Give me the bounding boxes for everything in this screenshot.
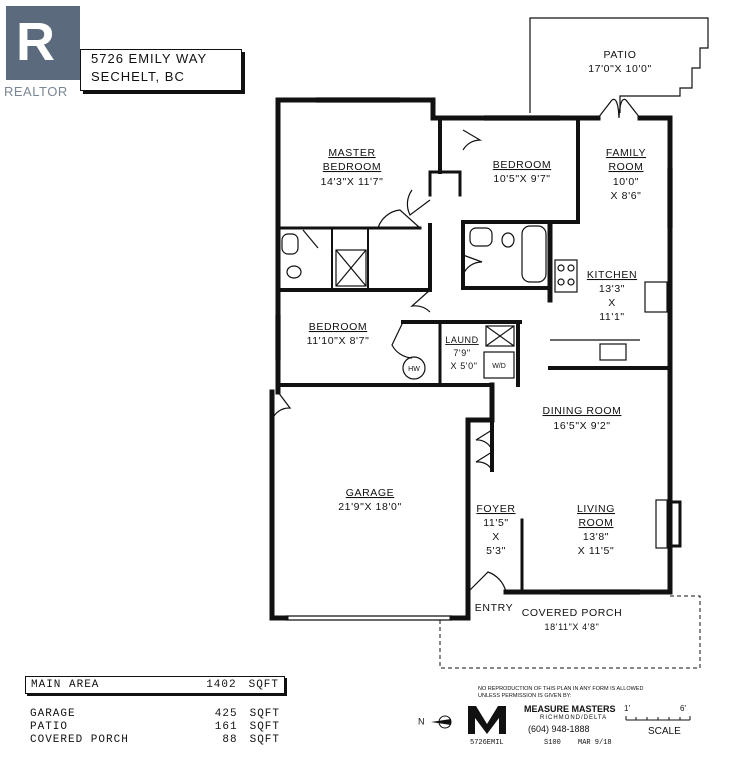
north-arrow-icon (431, 715, 452, 729)
hot-water-label: HW (408, 366, 420, 373)
porch-name: COVERED PORCH (522, 607, 623, 619)
area-row-label: COVERED PORCH (30, 734, 129, 746)
kitchen-dims-3: 11'1" (599, 311, 624, 323)
patio-dims: 17'0"X 10'0" (588, 63, 652, 75)
area-row-unit: SQFT (249, 721, 280, 733)
interior-walls (276, 116, 672, 594)
porch-outline (439, 595, 701, 669)
dining-name: DINING ROOM (543, 405, 622, 417)
kitchen-name: KITCHEN (587, 269, 637, 281)
exterior-walls (269, 97, 673, 621)
north-arrow: N (418, 714, 457, 730)
bedroom2-name: BEDROOM (493, 159, 551, 171)
master-name-2: BEDROOM (323, 161, 381, 173)
family-dims-1: 10'0" (613, 176, 639, 188)
garage-name: GARAGE (346, 487, 395, 499)
bedroom3-dims: 11'10"X 8'7" (307, 335, 370, 347)
main-area-label: MAIN AREA (31, 679, 100, 691)
area-row-value: 161 (214, 721, 238, 733)
washer-dryer-label: W/D (492, 363, 506, 370)
address-line-2: SECHELT, BC (91, 69, 185, 84)
bedroom3-name: BEDROOM (309, 321, 367, 333)
area-row-porch: COVERED PORCH 88 SQFT (25, 734, 285, 747)
address-line-1: 5726 EMILY WAY (91, 51, 208, 66)
plan-date: MAR 9/18 (578, 739, 612, 747)
living-name-1: LIVING (577, 503, 615, 515)
scale-ruler-icon (625, 716, 691, 721)
scale-bar: 1' 6' SCALE (618, 704, 698, 744)
kitchen-dims-2: X (608, 297, 616, 309)
family-name-1: FAMILY (606, 147, 646, 159)
laundry-name: LAUND (445, 335, 479, 345)
bedroom2-dims: 10'5"X 9'7" (493, 173, 550, 185)
north-label: N (418, 716, 425, 727)
main-area-row: MAIN AREA 1402 SQFT (25, 676, 285, 694)
address-box: 5726 EMILY WAY SECHELT, BC (80, 49, 242, 91)
area-row-patio: PATIO 161 SQFT (25, 721, 285, 734)
area-row-unit: SQFT (249, 708, 280, 720)
foyer-name: FOYER (476, 503, 515, 515)
foyer-dims-3: 5'3" (486, 545, 506, 557)
room-labels: PATIO 17'0"X 10'0" MASTER BEDROOM 14'3"X… (307, 49, 652, 632)
kitchen-dims-1: 13'3" (599, 283, 625, 295)
credits-block: NO REPRODUCTION OF THIS PLAN IN ANY FORM… (418, 684, 718, 754)
company-city: RICHMOND/DELTA (540, 715, 608, 721)
main-area-value: 1402 (206, 679, 237, 691)
porch-dims: 18'11"X 4'8" (545, 622, 600, 632)
scale-end: 6' (680, 704, 686, 713)
patio-outline (529, 17, 709, 113)
measure-masters-logo-icon (468, 706, 506, 734)
windows (275, 97, 673, 621)
company-phone: (604) 948-1888 (528, 724, 590, 734)
family-dims-2: X 8'6" (611, 190, 642, 202)
realtor-logo: R (6, 6, 80, 82)
garage-dims: 21'9"X 18'0" (338, 501, 402, 513)
doors (271, 98, 641, 593)
foyer-dims-1: 11'5" (483, 517, 508, 529)
dining-dims: 16'5"X 9'2" (553, 420, 610, 432)
master-name-1: MASTER (328, 147, 375, 159)
area-row-label: GARAGE (30, 708, 76, 720)
fixtures (281, 225, 682, 549)
area-row-garage: GARAGE 425 SQFT (25, 708, 285, 721)
living-dims-2: X 11'5" (578, 545, 615, 557)
entry-label: ENTRY (475, 602, 513, 614)
area-row-unit: SQFT (249, 734, 280, 746)
living-dims-1: 13'8" (583, 531, 609, 543)
laundry-dims-1: 7'9" (453, 348, 470, 358)
area-row-value: 88 (222, 734, 238, 746)
foyer-dims-2: X (492, 531, 500, 543)
area-row-value: 425 (214, 708, 238, 720)
living-name-2: ROOM (578, 517, 613, 529)
master-dims: 14'3"X 11'7" (321, 176, 384, 188)
realtor-logo-letter: R (16, 12, 55, 72)
company-name: MEASURE MASTERS (524, 704, 616, 714)
plan-series: S100 (544, 739, 561, 747)
family-name-2: ROOM (608, 161, 643, 173)
realtor-logo-text: REALTOR (4, 84, 68, 99)
laundry-dims-2: X 5'0" (450, 361, 477, 371)
area-row-label: PATIO (30, 721, 69, 733)
scale-start: 1' (624, 704, 630, 713)
realtor-logo-box: R (6, 6, 80, 80)
patio-name: PATIO (604, 49, 637, 61)
copyright-note: NO REPRODUCTION OF THIS PLAN IN ANY FORM… (478, 686, 644, 699)
scale-label: SCALE (648, 726, 681, 737)
plan-code: 5726EMIL (470, 739, 504, 747)
main-area-unit: SQFT (248, 679, 279, 691)
